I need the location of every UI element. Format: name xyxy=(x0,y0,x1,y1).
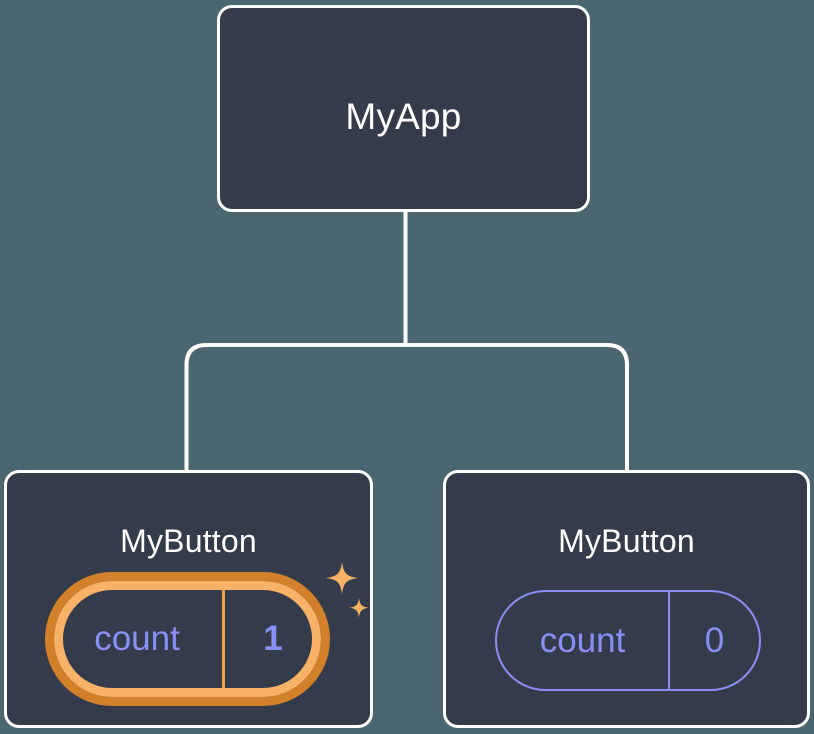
state-key-right: count xyxy=(539,620,626,660)
state-key-left: count xyxy=(94,619,180,658)
state-pill-right[interactable]: count 0 xyxy=(495,590,761,691)
node-mybutton-left-label: MyButton xyxy=(120,523,257,559)
node-myapp-label: MyApp xyxy=(345,96,462,137)
node-mybutton-right-label: MyButton xyxy=(558,523,695,559)
state-value-right: 0 xyxy=(668,592,759,689)
node-myapp[interactable]: MyApp xyxy=(217,5,590,212)
state-pill-left[interactable]: count 1 xyxy=(45,572,330,706)
state-value-left: 1 xyxy=(222,590,321,688)
